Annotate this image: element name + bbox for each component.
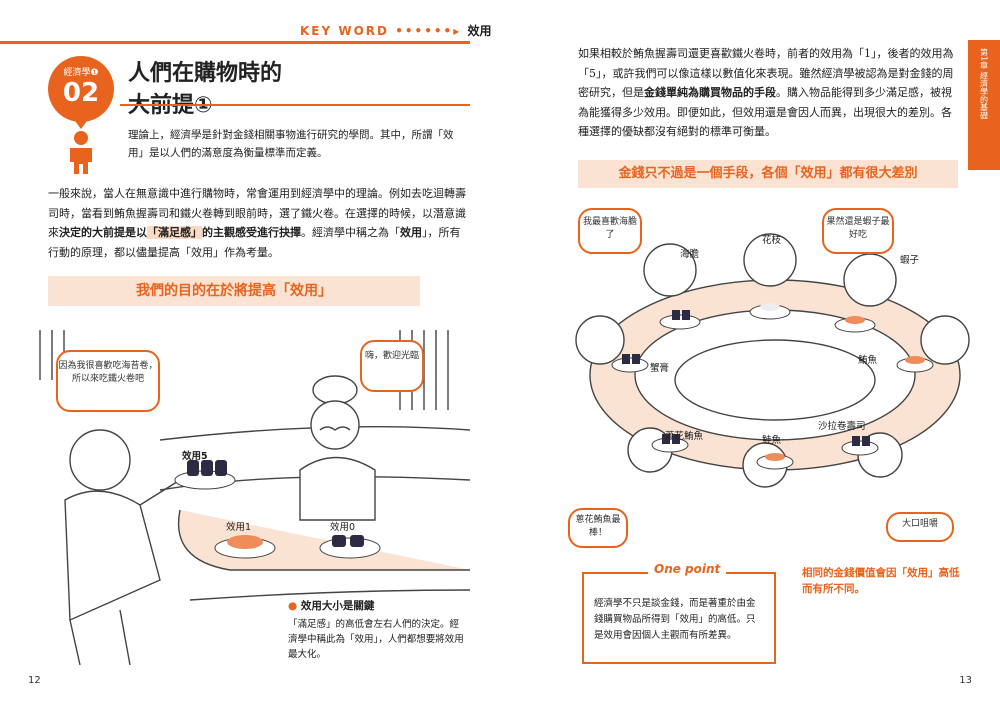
- right-heading-pill: 金錢只不過是一個手段，各個「效用」都有很大差別: [578, 160, 958, 188]
- keyword-label: KEY WORD: [300, 24, 390, 38]
- one-point-label: One point: [648, 562, 727, 576]
- bullet-dot-icon: ●: [288, 600, 298, 612]
- body-bold: 效用: [400, 226, 422, 239]
- chapter-side-tab: 第1章 經濟學的基礎: [968, 40, 1000, 170]
- one-point-body: 經濟學不只是談金錢，而是著重於由金錢購買物品所得到「效用」的高低。只是效用會因個…: [594, 598, 756, 641]
- body-bold: 的主觀感受進行抉擇: [202, 226, 301, 239]
- badge-label: 經濟學❶: [63, 68, 99, 78]
- utility-label-1: 效用1: [226, 522, 252, 533]
- badge-pointer: [72, 117, 90, 129]
- title-rule: [120, 104, 470, 106]
- speech-bubble-bottom-left: 蔥花鮪魚最棒！: [568, 508, 628, 548]
- name-label: 蟹膏: [650, 363, 670, 374]
- round-table-illustration: [575, 233, 970, 488]
- section-heading-pill: 我們的目的在於將提高「效用」: [48, 276, 420, 306]
- badge-number: 02: [62, 78, 100, 108]
- right-body-paragraph: 如果相較於鮪魚握壽司還更喜歡鐵火卷時，前者的效用為「1」，後者的效用為「5」，或…: [578, 47, 954, 138]
- summary-text: 理論上，經濟學是針對金錢相關事物進行研究的學問。其中，所謂「效用」是以人們的滿意…: [128, 129, 454, 159]
- body-part: 」，所有行動的原理，都以儘量提高「效用」作為考量。: [48, 226, 461, 259]
- right-page: 第1章 經濟學的基礎 如果相較於鮪魚握壽司還更喜歡鐵火卷時，前者的效用為「1」，…: [500, 0, 1000, 710]
- page-number: 12: [28, 675, 41, 686]
- note-title-text: 效用大小是關鍵: [300, 600, 375, 612]
- note-box: ● 效用大小是關鍵 「滿足感」的高低會左右人們的決定。經濟學中稱此為「效用」，人…: [288, 598, 468, 662]
- figure-caption: 相同的金錢價值會因「效用」高低而有所不同。: [802, 567, 960, 595]
- name-label: 鮪魚: [858, 355, 878, 366]
- keyword-header: KEY WORD ••••••▸ 效用: [300, 22, 491, 39]
- name-label: 蝦子: [900, 255, 920, 266]
- left-page: KEY WORD ••••••▸ 效用 經濟學❶ 02 人們在購物時的 大前提①…: [0, 22, 492, 686]
- keyword-text: 效用: [467, 24, 492, 38]
- body-bold: 決定的大前提是以: [59, 226, 147, 239]
- body-part: 一般來說，當人在無意識中進行購物時，常會運用到經濟學中的理論。例如去吃迴轉壽司時…: [48, 187, 466, 239]
- speech-bubble-top-left: 我最喜歡海膽了: [578, 208, 642, 254]
- sushi-bar-illustration: [39, 330, 471, 666]
- title-line-1: 人們在購物時的: [128, 61, 283, 86]
- one-point-box: One point 經濟學不只是談金錢，而是著重於由金錢購買物品所得到「效用」的…: [582, 562, 776, 664]
- body-paragraph: 一般來說，當人在無意識中進行購物時，常會運用到經濟學中的理論。例如去吃迴轉壽司時…: [48, 184, 468, 262]
- right-body-bold: 金錢單純為購買物品的手段: [644, 86, 776, 99]
- speech-bubble-chef: 嗨，歡迎光臨: [360, 340, 424, 392]
- utility-label-0: 效用0: [330, 522, 356, 533]
- note-body: 「滿足感」的高低會左右人們的決定。經濟學中稱此為「效用」，人們都想要將效用最大化…: [288, 619, 464, 660]
- note-title: ● 效用大小是關鍵: [288, 598, 468, 613]
- chapter-badge: 經濟學❶ 02: [48, 56, 114, 122]
- name-label: 海膽: [680, 249, 700, 260]
- name-label: 沙拉卷壽司: [818, 421, 866, 432]
- speech-bubble-bottom-right: 大口咀嚼: [886, 512, 954, 542]
- header-rule: [0, 41, 470, 44]
- speech-bubble-top-right: 果然還是蝦子最好吃: [822, 208, 894, 254]
- name-label: 花枝: [762, 235, 782, 246]
- page-number: 13: [959, 675, 972, 686]
- body-part: 。經濟學中稱之為「: [301, 226, 400, 239]
- page-title: 人們在購物時的 大前提①: [128, 58, 282, 122]
- name-label: 蔥花鮪魚: [665, 431, 704, 442]
- name-label: 鮭魚: [762, 435, 782, 446]
- side-tab-text: 第1章 經濟學的基礎: [979, 48, 989, 120]
- title-line-2: 大前提①: [128, 93, 213, 118]
- body-highlight: 「滿足感」: [147, 226, 202, 239]
- utility-label-5: 效用5: [182, 451, 208, 462]
- speech-bubble-customer: 因為我很喜歡吃海苔卷，所以來吃鐵火卷吧: [56, 350, 160, 412]
- keyword-arrow: ••••••▸: [395, 24, 462, 38]
- person-icon: [70, 131, 92, 174]
